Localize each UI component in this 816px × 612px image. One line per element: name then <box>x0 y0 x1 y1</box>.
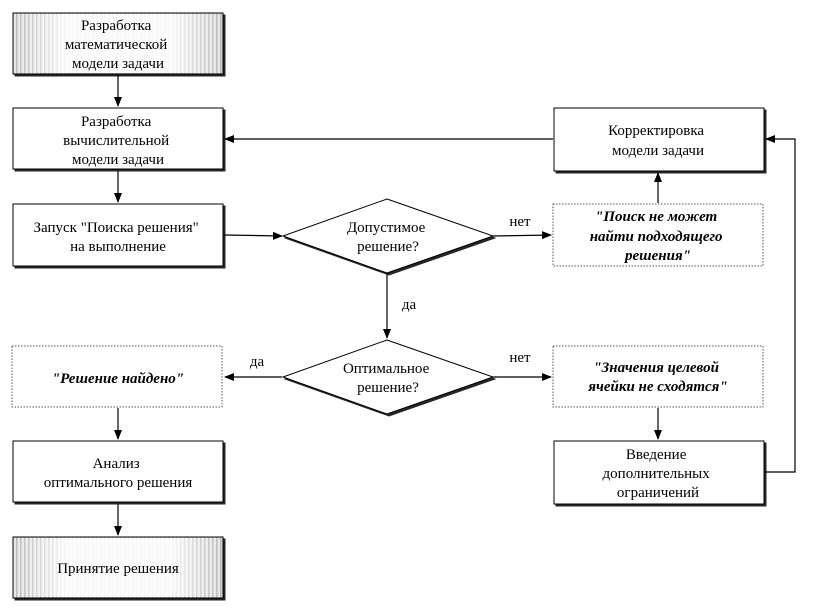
node-decision: Принятие решения <box>12 536 224 599</box>
node-found: "Решение найдено" <box>11 345 223 408</box>
node-analysis: Анализ оптимального решения <box>12 440 224 503</box>
node-diverge-label: "Значения целевой ячейки не сходятся" <box>587 360 727 395</box>
node-math-model-label: Разработка математической модели задачи <box>65 18 171 72</box>
node-feasible-label: Допустимое решение? <box>347 220 429 255</box>
node-feasible: Допустимое решение? <box>281 198 495 274</box>
arrow-launch-to-feasible <box>223 231 283 240</box>
node-comp-model-label: Разработка вычислительной модели задачи <box>63 114 173 168</box>
node-decision-label: Принятие решения <box>57 561 179 577</box>
edge-label-feasible-no: нет <box>509 214 531 230</box>
arrow-constraints-to-correct <box>765 135 796 473</box>
node-optimal: Оптимальное решение? <box>281 339 495 415</box>
node-correct: Корректировка модели задачи <box>553 107 765 172</box>
node-correct-label: Корректировка модели задачи <box>608 123 708 159</box>
node-found-label: "Решение найдено" <box>52 371 184 387</box>
node-not-found: "Поиск не может найти подходящего решени… <box>552 203 764 267</box>
arrow-feasible-no <box>492 231 552 240</box>
node-constraints-label: Введение дополнительных ограничений <box>603 447 714 501</box>
edge-label-optimal-yes: да <box>250 354 265 370</box>
edge-label-feasible-yes: да <box>402 297 417 313</box>
node-analysis-label: Анализ оптимального решения <box>44 456 193 491</box>
node-constraints: Введение дополнительных ограничений <box>553 440 765 505</box>
node-optimal-label: Оптимальное решение? <box>343 361 433 396</box>
node-math-model: Разработка математической модели задачи <box>12 12 224 75</box>
node-comp-model: Разработка вычислительной модели задачи <box>12 107 224 170</box>
node-launch: Запуск "Поиска решения" на выполнение <box>12 203 224 267</box>
edge-label-optimal-no: нет <box>509 350 531 366</box>
node-diverge: "Значения целевой ячейки не сходятся" <box>552 345 764 408</box>
connectors <box>114 75 796 536</box>
node-launch-label: Запуск "Поиска решения" на выполнение <box>34 220 203 255</box>
node-not-found-label: "Поиск не может найти подходящего решени… <box>590 209 727 264</box>
